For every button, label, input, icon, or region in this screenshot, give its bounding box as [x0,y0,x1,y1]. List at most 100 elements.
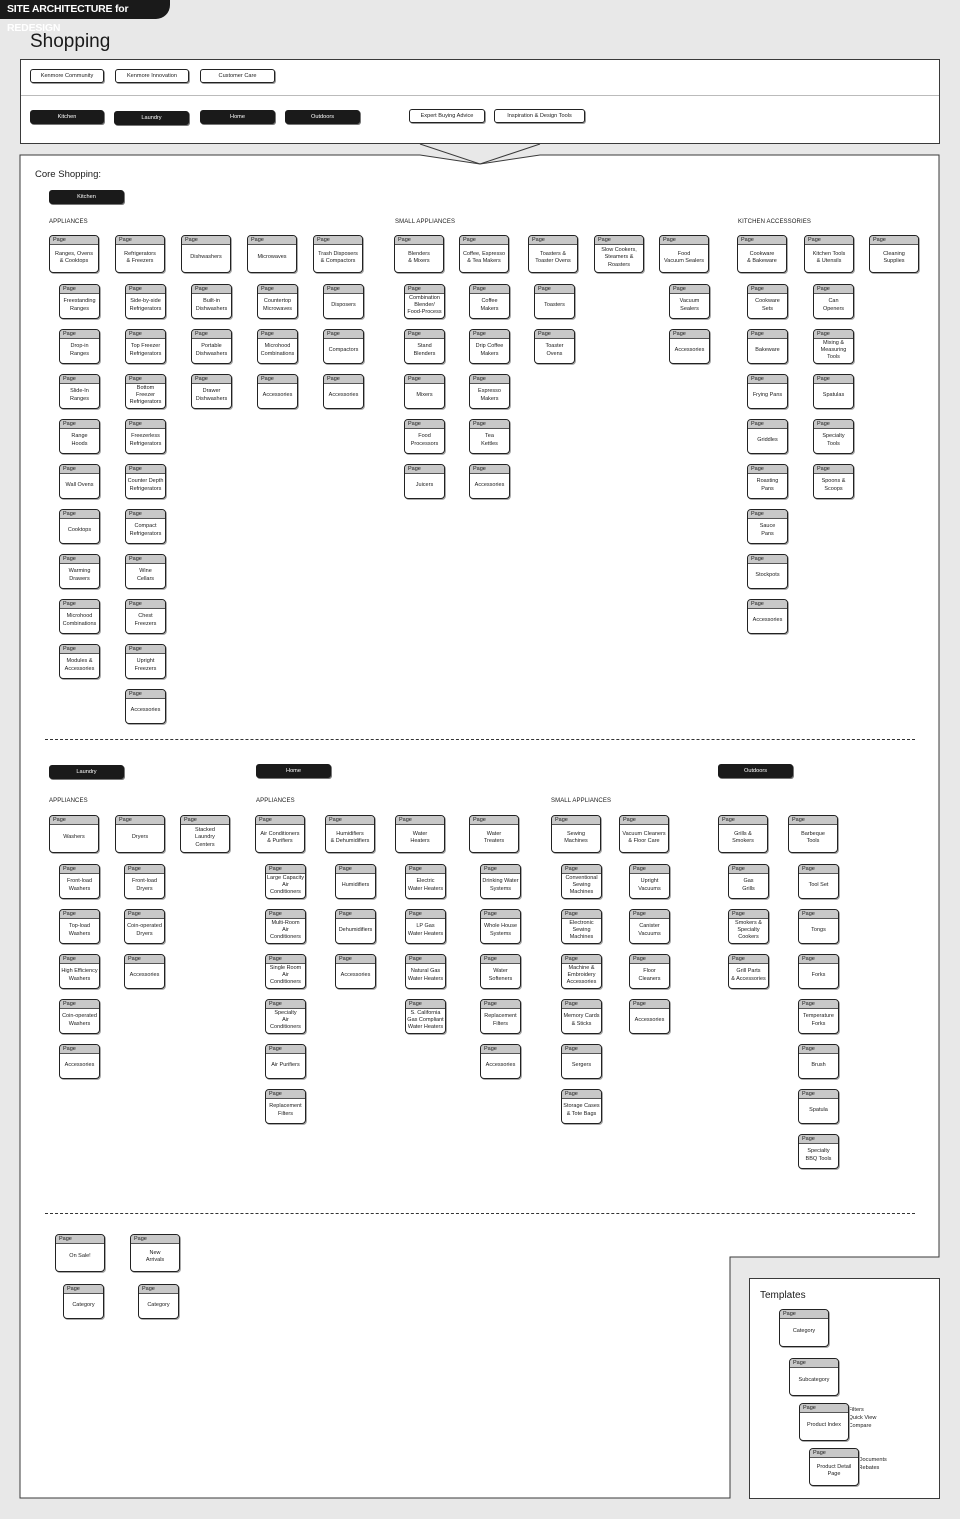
page-tab-label: Page [60,510,99,519]
page-tab-label: Page [406,910,445,919]
page-tab-label: Page [248,236,296,245]
page-tab-label: Page [799,1090,838,1099]
page-tab-label: Page [562,1000,601,1009]
page-card-label: Single Room Air Conditioners [269,964,302,986]
page-card-label: Chest Freezers [134,613,157,627]
nav-kenmore-innovation[interactable]: Kenmore Innovation [115,69,189,83]
page-tab-label: Page [630,910,669,919]
page-card-label: Accessories [340,971,371,978]
nav-home[interactable]: Home [200,110,275,124]
page-card-label: Tongs [811,926,826,933]
page-tab-label: Page [125,865,164,874]
page-tab-label: Page [805,236,853,245]
page-card-label: Frying Pans [752,391,783,398]
page-tab-label: Page [396,816,444,825]
nav-expert-buying-advice[interactable]: Expert Buying Advice [409,109,485,123]
section-pill-kitchen[interactable]: Kitchen [49,190,124,204]
page-tab-label: Page [126,555,165,564]
page-tab-label: Page [630,1000,669,1009]
page-tab-label: Page [660,236,708,245]
page-card-label: Vacuum Cleaners & Floor Care [622,830,666,844]
page-tab-label: Page [192,285,231,294]
page-card-label: Kitchen Tools & Utensils [812,250,846,264]
product-detail-notes: • Documents • Rebates [855,1457,887,1472]
page-tab-label: Page [126,375,165,384]
page-tab-label: Page [324,330,363,339]
page-tab-label: Page [748,465,787,474]
product-index-notes: • Filters • Quick View • Compare [845,1407,877,1430]
page-card-label: Wine Cellars [136,568,155,582]
page-tab-label: Page [126,330,165,339]
page-card-label: Specialty Air Conditioners [270,1009,301,1031]
page-tab-label: Page [800,1404,848,1413]
page-card-label: Gas Grills [742,878,755,892]
page-tab-label: Page [405,375,444,384]
page-card-label: LP Gas Water Heaters [407,923,444,937]
page-card-label: Accessories [674,346,705,353]
section-pill-outdoors[interactable]: Outdoors [718,764,793,778]
page-card-label: Stockpots [755,571,780,578]
page-card-label: Product Detail Page [816,1463,852,1477]
page-card-label: Can Openers [822,298,845,312]
nav-laundry[interactable]: Laundry [114,111,189,125]
page-card-label: Wall Ovens [65,481,94,488]
page-card-label: Trash Disposers & Compactors [318,250,358,264]
page-tab-label: Page [406,955,445,964]
page-card-label: Grills & Smokers [732,830,754,844]
page-tab-label: Page [630,865,669,874]
nav-inspiration-design-tools[interactable]: Inspiration & Design Tools [494,109,585,123]
page-tab-label: Page [620,816,668,825]
nav-customer-care[interactable]: Customer Care [200,69,275,83]
page-tab-label: Page [748,555,787,564]
section-pill-laundry[interactable]: Laundry [49,765,124,779]
page-card-label: Microhood Combinations [62,613,97,627]
page-tab-label: Page [814,375,853,384]
page-tab-label: Page [470,375,509,384]
page-tab-label: Page [116,236,164,245]
page-tab-label: Page [64,1285,103,1294]
nav-kitchen[interactable]: Kitchen [30,110,104,124]
page-tab-label: Page [562,910,601,919]
nav-kenmore-community[interactable]: Kenmore Community [30,69,104,83]
page-tab-label: Page [336,955,375,964]
page-card-label: Vacuum Sealers [679,298,700,312]
nav-outdoors[interactable]: Outdoors [285,110,360,124]
page-tab-label: Page [131,1235,179,1244]
section-pill-home[interactable]: Home [256,764,331,778]
